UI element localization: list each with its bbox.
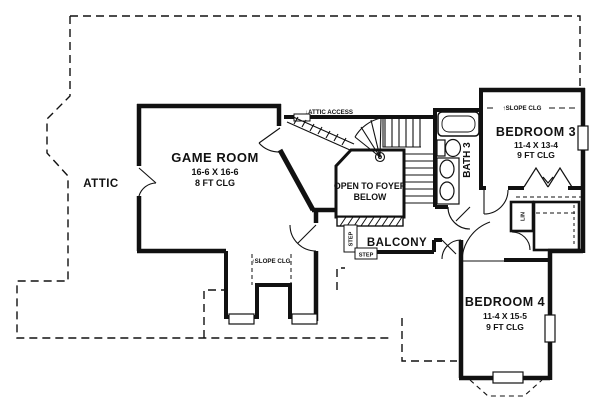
roof-outline-step-right — [336, 267, 345, 290]
game-room-dims: 16-6 X 16-6 — [191, 167, 238, 177]
bath3-fixtures — [436, 111, 480, 205]
attic-label: ATTIC — [83, 178, 119, 190]
stair-treads-top-run — [384, 119, 421, 147]
game-room-ceiling: 8 FT CLG — [195, 178, 235, 188]
stair-newel-center — [378, 155, 382, 159]
stairs — [354, 117, 433, 204]
railing-band — [336, 216, 404, 227]
railing-hatch — [293, 116, 347, 146]
closet — [532, 200, 581, 252]
linen-label: LIN — [521, 212, 527, 221]
bedroom4-label: BEDROOM 4 — [465, 295, 545, 309]
railing-line — [290, 115, 355, 145]
railing-line — [286, 121, 351, 151]
bathtub-inner — [441, 115, 476, 133]
window — [577, 125, 589, 151]
sink — [439, 181, 455, 201]
toilet-tank — [436, 139, 446, 157]
bath3-label: BATH 3 — [462, 142, 473, 178]
step-vertical-label: STEP — [349, 231, 355, 246]
railing-band-hatch — [339, 216, 403, 227]
step-horizontal-label: STEP — [359, 253, 374, 259]
window — [544, 314, 556, 343]
stair-hall-door — [258, 127, 281, 153]
bedroom3-walls — [479, 87, 586, 253]
stair-railing — [286, 115, 355, 151]
closet-door-arc — [511, 231, 531, 251]
balcony-label: BALCONY — [367, 237, 427, 249]
bedroom4-ceiling: 9 FT CLG — [486, 322, 524, 332]
foyer-label-line1: OPEN TO FOYER — [334, 181, 407, 191]
attic-door — [138, 167, 157, 197]
stair-treads-right-run — [405, 153, 433, 204]
bath3-door — [447, 206, 471, 230]
bedroom3-ceiling: 9 FT CLG — [517, 150, 555, 160]
window — [228, 313, 255, 325]
bay-roof-dash — [469, 379, 543, 397]
roof-outline — [16, 15, 581, 362]
roof-outline-step-left — [203, 289, 224, 338]
attic-access-label: ↓ATTIC ACCESS — [305, 109, 353, 116]
game-room-label: GAME ROOM — [171, 150, 259, 165]
hall-door — [441, 239, 462, 260]
game-room-door — [289, 224, 317, 252]
bay-window — [492, 371, 524, 384]
stair-top-run-edge — [382, 119, 421, 148]
foyer-label-line2: BELOW — [354, 192, 387, 202]
step-strip-vertical — [343, 224, 358, 253]
bath3-walls — [433, 108, 481, 209]
bedroom4-door — [461, 221, 504, 262]
bedroom3-label: BEDROOM 3 — [496, 125, 576, 139]
bedroom4-dims: 11-4 X 15-5 — [483, 311, 527, 321]
roof-outline-bottom-right — [401, 318, 457, 362]
stair-diagonal-wall — [277, 148, 316, 212]
game-room-walls — [136, 103, 338, 321]
labels: ATTIC GAME ROOM 16-6 X 16-6 8 FT CLG ↓AT… — [83, 105, 576, 332]
toilet — [444, 138, 462, 158]
balcony-railing — [336, 216, 404, 227]
slope-callout-bays — [251, 254, 292, 285]
bedroom3-slope-label: ↑SLOPE CLG — [503, 105, 542, 112]
bay-windows — [228, 313, 318, 325]
step-strip-horizontal — [354, 247, 378, 260]
slope-clg-bays-label: ↑SLOPE CLG — [252, 258, 291, 265]
stair-newel — [374, 151, 386, 163]
balcony-walls — [377, 238, 442, 254]
stair-winders — [354, 117, 382, 158]
closet-bifold-doors — [523, 166, 573, 188]
roof-outline-top — [70, 15, 581, 88]
bedroom3-door — [483, 189, 509, 215]
roof-outline-left — [16, 16, 393, 339]
stair-winder-arc — [354, 117, 382, 138]
window — [291, 313, 318, 325]
bedroom3-dims: 11-4 X 13-4 — [514, 140, 558, 150]
sink — [439, 159, 455, 179]
